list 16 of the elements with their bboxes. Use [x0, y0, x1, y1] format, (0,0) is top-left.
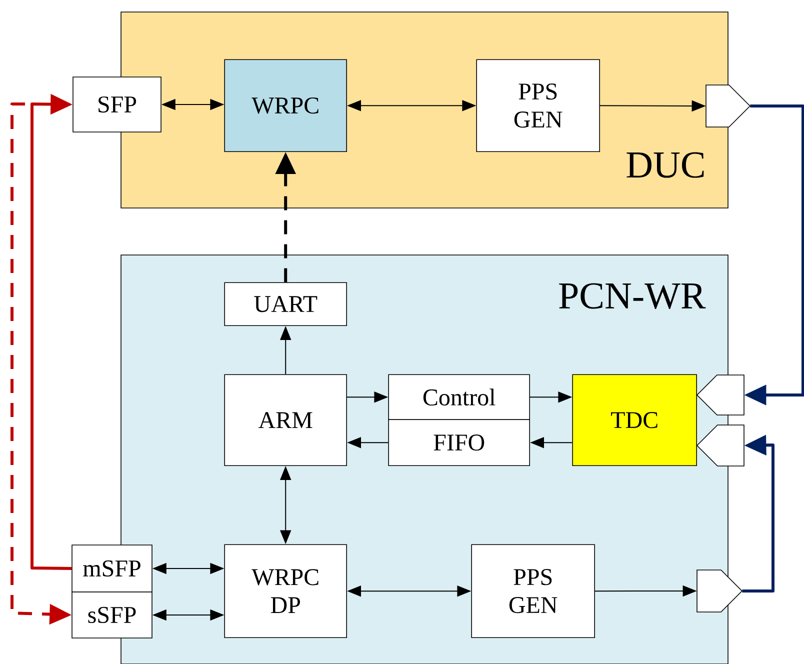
- port-box: SFP: [72, 76, 162, 132]
- port-box: sSFP: [72, 592, 152, 638]
- module-box: WRPC: [224, 59, 347, 152]
- port-box: mSFP: [72, 544, 152, 592]
- module-box: PPS GEN: [471, 544, 595, 638]
- module-box: UART: [224, 282, 347, 326]
- module-box: WRPC DP: [224, 544, 347, 638]
- module-box: PPS GEN: [476, 59, 600, 152]
- module-box: TDC: [572, 374, 697, 466]
- connector-symbol: [696, 424, 744, 466]
- connector-symbol: [706, 84, 751, 128]
- connector-symbol: [696, 374, 744, 416]
- module-box: ARM: [224, 374, 347, 466]
- module-box: Control: [388, 374, 530, 420]
- connector-symbol: [696, 570, 743, 612]
- module-box: FIFO: [388, 419, 530, 466]
